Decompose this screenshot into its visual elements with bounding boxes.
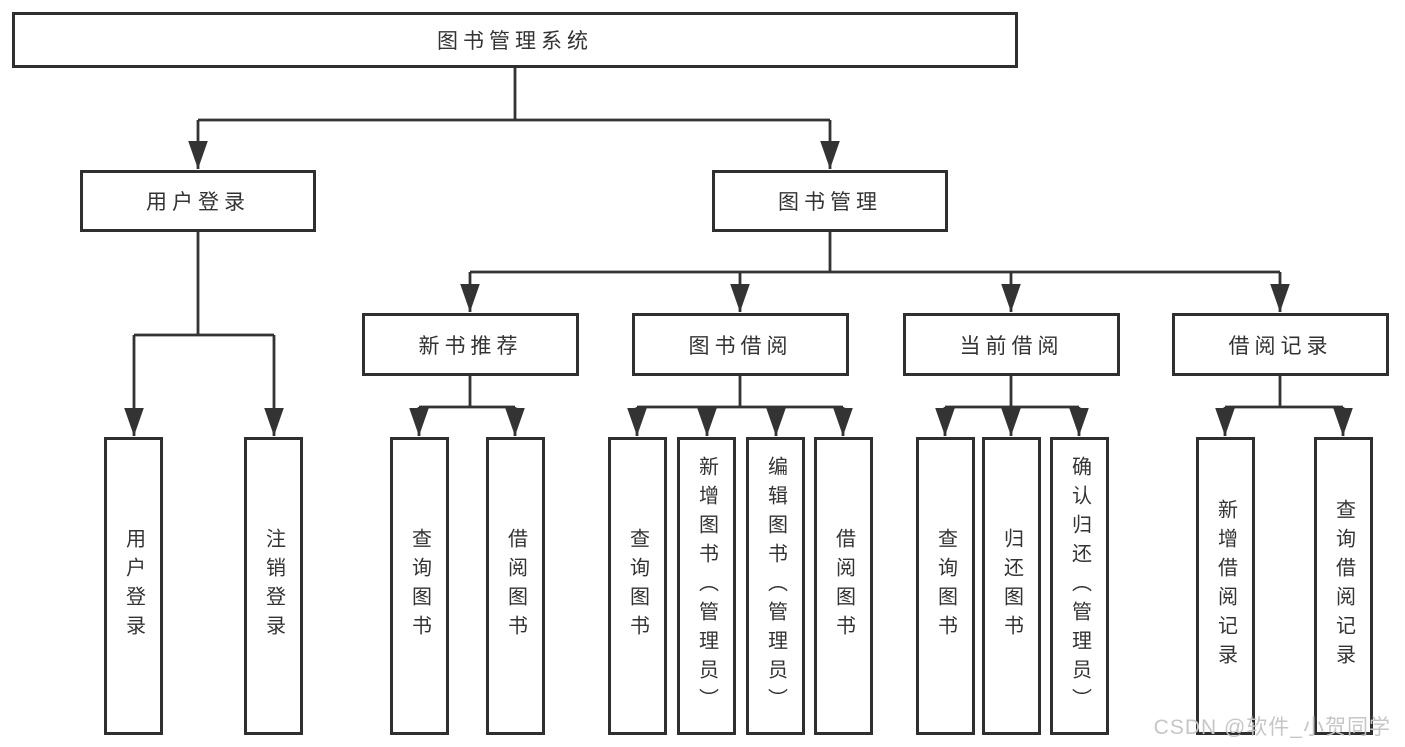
- leaf-query-books-borrow: 查询图书: [608, 437, 667, 735]
- leaf-query-borrow-record: 查询借阅记录: [1314, 437, 1373, 735]
- node-current-borrowing: 当前借阅: [903, 313, 1120, 376]
- node-borrowing-records: 借阅记录: [1172, 313, 1389, 376]
- leaf-query-books-current: 查询图书: [916, 437, 975, 735]
- node-new-book-recommendation: 新书推荐: [362, 313, 579, 376]
- leaf-logout: 注销登录: [244, 437, 303, 735]
- leaf-edit-book-admin: 编辑图书（管理员）: [746, 437, 805, 735]
- node-user-login: 用户登录: [80, 170, 316, 232]
- leaf-borrow-books-recommend: 借阅图书: [486, 437, 545, 735]
- leaf-user-login: 用户登录: [104, 437, 163, 735]
- leaf-borrow-books: 借阅图书: [814, 437, 873, 735]
- leaf-add-book-admin: 新增图书（管理员）: [677, 437, 736, 735]
- leaf-add-borrow-record: 新增借阅记录: [1196, 437, 1255, 735]
- node-library-management-system: 图书管理系统: [12, 12, 1018, 68]
- leaf-return-books: 归还图书: [982, 437, 1041, 735]
- node-book-management: 图书管理: [712, 170, 948, 232]
- leaf-confirm-return-admin: 确认归还（管理员）: [1050, 437, 1109, 735]
- csdn-watermark: CSDN @软件_小贺同学: [1153, 716, 1391, 739]
- leaf-query-books-recommend: 查询图书: [390, 437, 449, 735]
- node-book-borrowing: 图书借阅: [632, 313, 849, 376]
